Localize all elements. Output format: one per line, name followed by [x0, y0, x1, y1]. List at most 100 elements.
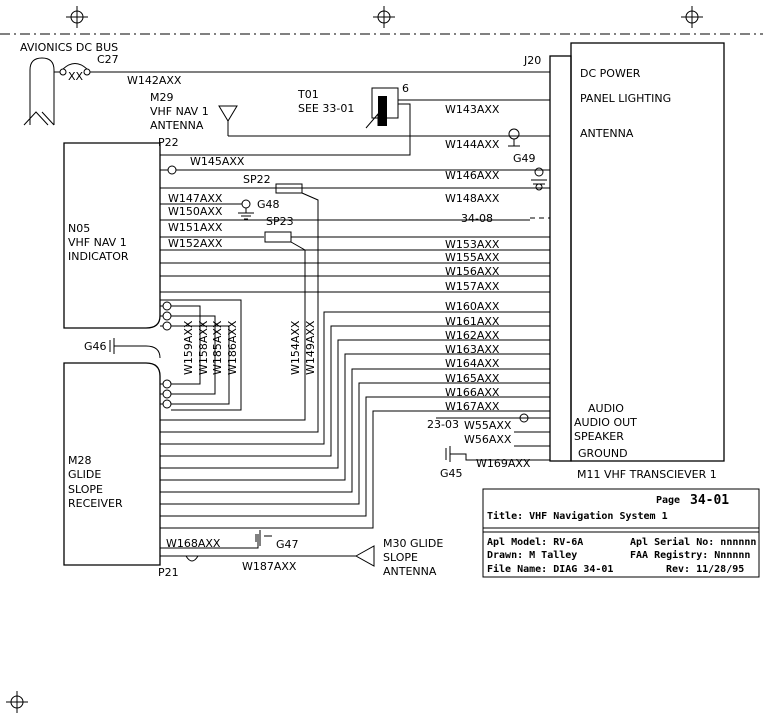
ground-g46-symbol: [109, 338, 161, 359]
wire-w152-label: W152AXX: [168, 237, 223, 250]
bus-label: AVIONICS DC BUS: [20, 41, 118, 54]
receiver-m28-box: [63, 362, 161, 566]
wire-w154-label: W154AXX: [289, 320, 302, 375]
title-text: Title: VHF Navigation System 1: [487, 510, 668, 522]
transceiver-m11-box: [570, 42, 725, 462]
ground-g49-symbol: [531, 167, 547, 191]
title-file: File Name: DIAG 34-01: [487, 563, 613, 575]
transceiver-name: M11 VHF TRANSCIEVER 1: [577, 468, 717, 481]
transceiver-j20-connector: [549, 55, 572, 462]
splice-sp22-label: SP22: [243, 173, 271, 186]
wire-w161-label: W161AXX: [445, 315, 500, 328]
gs-antenna-line3: ANTENNA: [383, 565, 437, 578]
splice-sp23: [264, 231, 292, 243]
wire-w168-label: W168AXX: [166, 537, 221, 550]
wire-w149-label: W149AXX: [304, 320, 317, 375]
ground-on-antenna-wire: [508, 128, 520, 147]
wire-w187-label: W187AXX: [242, 560, 297, 573]
wire-w162-label: W162AXX: [445, 329, 500, 342]
receiver-line3: RECEIVER: [68, 497, 123, 510]
wire-w56-label: W56AXX: [464, 433, 512, 446]
wire-w144-label: W144AXX: [445, 138, 500, 151]
bus-xx-label: XX: [68, 70, 84, 83]
registration-mark-4: [6, 691, 28, 713]
wire-w143-label: W143AXX: [445, 103, 500, 116]
wire-w151-label: W151AXX: [168, 221, 223, 234]
wire-w148-label: W148AXX: [445, 192, 500, 205]
indicator-wires: [160, 165, 550, 293]
wire-w159-label: W159AXX: [182, 320, 195, 375]
title-registry: FAA Registry: Nnnnnn: [630, 549, 750, 561]
pin-audio: AUDIO: [588, 402, 624, 415]
ground-g46-label: G46: [84, 340, 107, 353]
wire-w157-label: W157AXX: [445, 280, 500, 293]
wire-w55-label: W55AXX: [464, 419, 512, 432]
ref-23-03: 23-03: [427, 418, 459, 431]
title-model: Apl Model: RV-6A: [487, 537, 583, 548]
wire-w146-label: W146AXX: [445, 169, 500, 182]
bridge-wires: [160, 299, 242, 411]
t01-pin: 6: [402, 82, 409, 95]
wire-w167-label: W167AXX: [445, 400, 500, 413]
ground-g48-symbol: [238, 199, 254, 220]
ref-34-08: 34-08: [461, 212, 493, 225]
receiver-id: M28: [68, 454, 92, 467]
wire-w186-label: W186AXX: [226, 320, 239, 375]
nav-antenna-symbol: [218, 105, 550, 137]
wire-w147-label: W147AXX: [168, 192, 223, 205]
pin-panel-lighting: PANEL LIGHTING: [580, 92, 671, 105]
wire-w150-label: W150AXX: [168, 205, 223, 218]
wire-w169-label: W169AXX: [476, 457, 531, 470]
indicator-line2: INDICATOR: [68, 250, 129, 263]
ground-g47-symbol: [160, 530, 272, 549]
connector-p22-label: P22: [158, 136, 179, 149]
registration-mark-1: [66, 6, 88, 28]
receiver-line2: SLOPE: [68, 483, 103, 496]
pin-dc-power: DC POWER: [580, 67, 641, 80]
title-rev: Rev: 11/28/95: [666, 564, 744, 575]
t01-ref: SEE 33-01: [298, 102, 354, 115]
nav-antenna-line2: ANTENNA: [150, 119, 204, 132]
pin-ground: GROUND: [578, 447, 628, 460]
nav-antenna-id: M29: [150, 91, 174, 104]
t01-id: T01: [297, 88, 319, 101]
pin-antenna: ANTENNA: [580, 127, 634, 140]
ground-g49-label: G49: [513, 152, 536, 165]
wire-w185-label: W185AXX: [211, 320, 224, 375]
pin-speaker: SPEAKER: [574, 430, 624, 443]
gs-antenna-line1: M30 GLIDE: [383, 537, 443, 550]
wire-w163-label: W163AXX: [445, 343, 500, 356]
wire-w153-label: W153AXX: [445, 238, 500, 251]
indicator-line1: VHF NAV 1: [68, 236, 127, 249]
wire-w155-label: W155AXX: [445, 251, 500, 264]
ground-g48-label: G48: [257, 198, 280, 211]
receiver-wires: [160, 311, 550, 529]
indicator-id: N05: [68, 222, 90, 235]
pin-audio-out: AUDIO OUT: [574, 416, 637, 429]
splice-wires: [160, 192, 319, 433]
title-page-number: 34-01: [690, 493, 729, 508]
wire-w164-label: W164AXX: [445, 357, 500, 370]
splice-sp22: [275, 183, 303, 194]
ground-g45-label: G45: [440, 467, 463, 480]
breaker-c27-label: C27: [97, 53, 119, 66]
registration-mark-2: [373, 6, 395, 28]
connector-p21-label: P21: [158, 566, 179, 579]
nav-antenna-line1: VHF NAV 1: [150, 105, 209, 118]
wire-w166-label: W166AXX: [445, 386, 500, 399]
wire-w158-label: W158AXX: [197, 320, 210, 375]
title-block: [482, 488, 760, 578]
gs-antenna-symbol: [160, 545, 375, 567]
title-drawn: Drawn: M Talley: [487, 550, 577, 561]
registration-mark-3: [681, 6, 703, 28]
title-page-label: Page: [656, 495, 680, 506]
wire-w142-label: W142AXX: [127, 74, 182, 87]
wire-w156-label: W156AXX: [445, 265, 500, 278]
connector-j20-label: J20: [523, 54, 541, 67]
ground-g47-label: G47: [276, 538, 299, 551]
wire-w145-label: W145AXX: [190, 155, 245, 168]
gs-antenna-line2: SLOPE: [383, 551, 418, 564]
wire-w165-label: W165AXX: [445, 372, 500, 385]
wire-w160-label: W160AXX: [445, 300, 500, 313]
